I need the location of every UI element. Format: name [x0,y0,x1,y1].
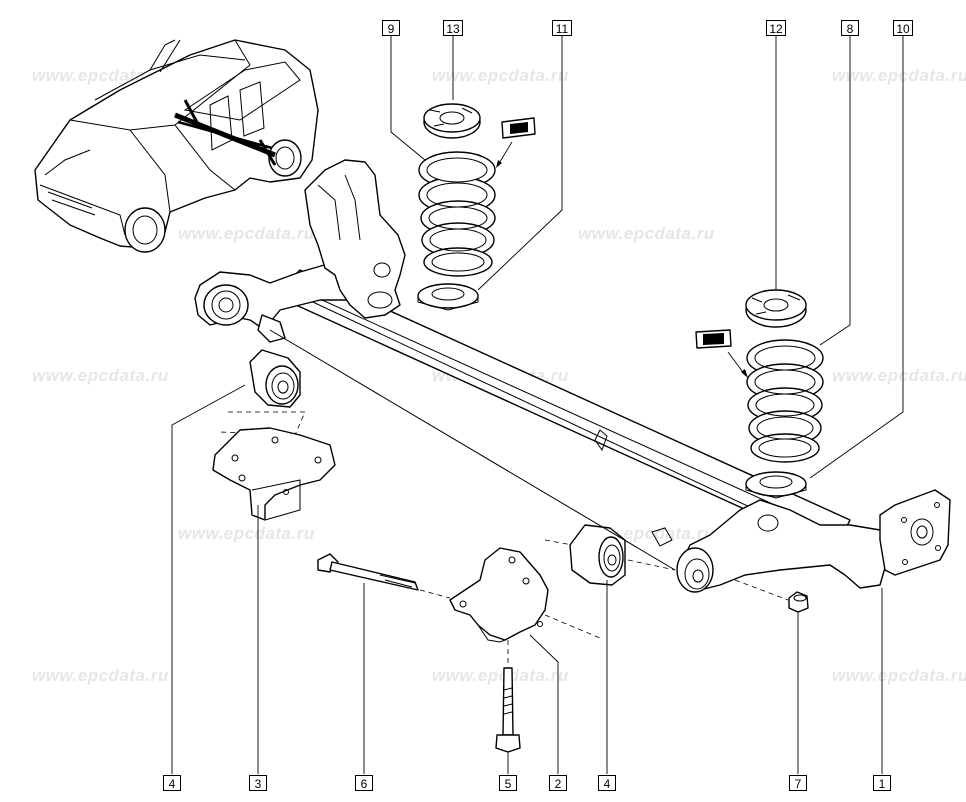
bushing-left [249,349,301,408]
callout-4-left: 4 [163,775,181,791]
callout-7: 7 [789,775,807,791]
spring-seat-lower-left [417,283,479,311]
callout-5: 5 [499,775,517,791]
callout-3: 3 [249,775,267,791]
watermark: www.epcdata.ru [432,666,569,685]
callout-2: 2 [549,775,567,791]
spring-seat-upper-left [423,103,481,139]
spring-seat-upper-right [745,289,807,328]
watermark: www.epcdata.ru [32,66,169,85]
callout-4-right: 4 [598,775,616,791]
callout-6: 6 [355,775,373,791]
watermark: www.epcdata.ru [32,666,169,685]
assembly-line [269,329,676,571]
watermark: www.epcdata.ru [178,524,315,543]
callout-11: 11 [552,20,572,36]
spring-seat-lower-right [745,471,807,499]
callout-12: 12 [766,20,786,36]
callout-1: 1 [873,775,891,791]
watermark: www.epcdata.ru [832,366,966,385]
callout-10: 10 [893,20,913,36]
mounting-bracket-left [212,411,336,521]
watermark: www.epcdata.ru [432,66,569,85]
nut [734,579,809,613]
mark-label-left [496,117,536,168]
callout-9: 9 [382,20,400,36]
callout-13: 13 [443,20,463,36]
watermark: www.epcdata.ru [578,224,715,243]
vehicle-illustration [34,39,319,253]
mark-label-right [695,329,748,378]
callout-8: 8 [841,20,859,36]
bushing-right [569,524,676,586]
watermark: www.epcdata.ru [178,224,315,243]
rear-axle-beam [194,159,951,593]
leader-lines [171,36,904,774]
coil-spring-right [746,339,824,463]
short-bolt [495,640,521,753]
watermark: www.epcdata.ru [832,666,966,685]
long-bolt [317,553,451,599]
watermark: www.epcdata.ru [832,66,966,85]
watermark: www.epcdata.ru [32,366,169,385]
coil-spring-left [418,151,496,277]
